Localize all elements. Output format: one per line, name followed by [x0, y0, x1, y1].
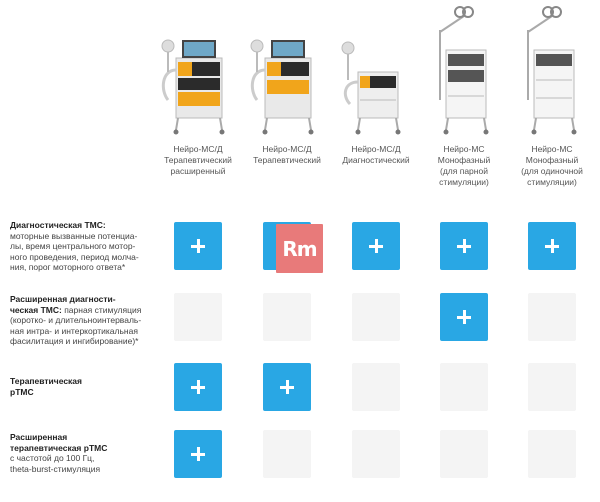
row-desc: моторные вызванные потенциа- лы, время ц… — [10, 230, 139, 273]
feature-excluded-cell — [528, 363, 576, 411]
feature-excluded-cell — [440, 363, 488, 411]
product-col-2: Нейро-МС/Д Терапевтический — [243, 0, 331, 166]
feature-included-plus-icon — [352, 222, 400, 270]
rm-logo: Rm — [276, 224, 323, 273]
row-label-diagnostic: Диагностическая ТМС: моторные вызванные … — [10, 220, 160, 273]
feature-included-plus-icon — [174, 430, 222, 478]
feature-excluded-cell — [352, 430, 400, 478]
rm-logo-text: Rm — [282, 236, 317, 261]
product-label: Нейро-МС Монофазный (для парной стимуляц… — [437, 144, 491, 187]
row-label-therapeutic: Терапевтическая рТМС — [10, 376, 160, 397]
feature-excluded-cell — [352, 293, 400, 341]
product-label: Нейро-МС Монофазный (для одиночной стиму… — [521, 144, 583, 187]
feature-excluded-cell — [263, 293, 311, 341]
feature-included-plus-icon — [263, 363, 311, 411]
device-diagnostic-image — [341, 41, 401, 135]
feature-excluded-cell — [440, 430, 488, 478]
row-title: Терапевтическая рТМС — [10, 376, 82, 397]
device-monophasic-single-image — [527, 6, 577, 135]
product-label: Нейро-МС/Д Терапевтический расширенный — [164, 144, 232, 176]
row-title: Расширенная терапевтическая рТМС — [10, 432, 108, 453]
product-label: Нейро-МС/Д Терапевтический — [253, 144, 321, 165]
row-label-extended-diagnostic: Расширенная диагности- ческая ТМС: парна… — [10, 294, 160, 347]
row-desc: с частотой до 100 Гц, theta-burst-стимул… — [10, 453, 101, 474]
feature-included-plus-icon — [528, 222, 576, 270]
product-col-3: Нейро-МС/Д Диагностический — [332, 0, 420, 166]
feature-excluded-cell — [528, 293, 576, 341]
product-col-5: Нейро-МС Монофазный (для одиночной стиму… — [508, 0, 596, 188]
product-col-4: Нейро-МС Монофазный (для парной стимуляц… — [420, 0, 508, 188]
product-label: Нейро-МС/Д Диагностический — [342, 144, 410, 165]
feature-excluded-cell — [352, 363, 400, 411]
product-col-1: Нейро-МС/Д Терапевтический расширенный — [154, 0, 242, 177]
device-therapeutic-extended-image — [161, 39, 225, 135]
feature-excluded-cell — [174, 293, 222, 341]
feature-included-plus-icon — [440, 222, 488, 270]
feature-excluded-cell — [263, 430, 311, 478]
feature-excluded-cell — [528, 430, 576, 478]
feature-included-plus-icon — [174, 363, 222, 411]
row-title: Расширенная диагности- ческая ТМС: — [10, 294, 116, 315]
row-desc: парная стимуляция (коротко- и длительнои… — [10, 304, 142, 347]
feature-included-plus-icon — [174, 222, 222, 270]
row-label-extended-therapeutic: Расширенная терапевтическая рТМС с часто… — [10, 432, 160, 474]
row-title: Диагностическая ТМС: — [10, 220, 106, 230]
feature-included-plus-icon — [440, 293, 488, 341]
device-therapeutic-image — [250, 39, 314, 135]
device-monophasic-paired-image — [439, 6, 489, 135]
